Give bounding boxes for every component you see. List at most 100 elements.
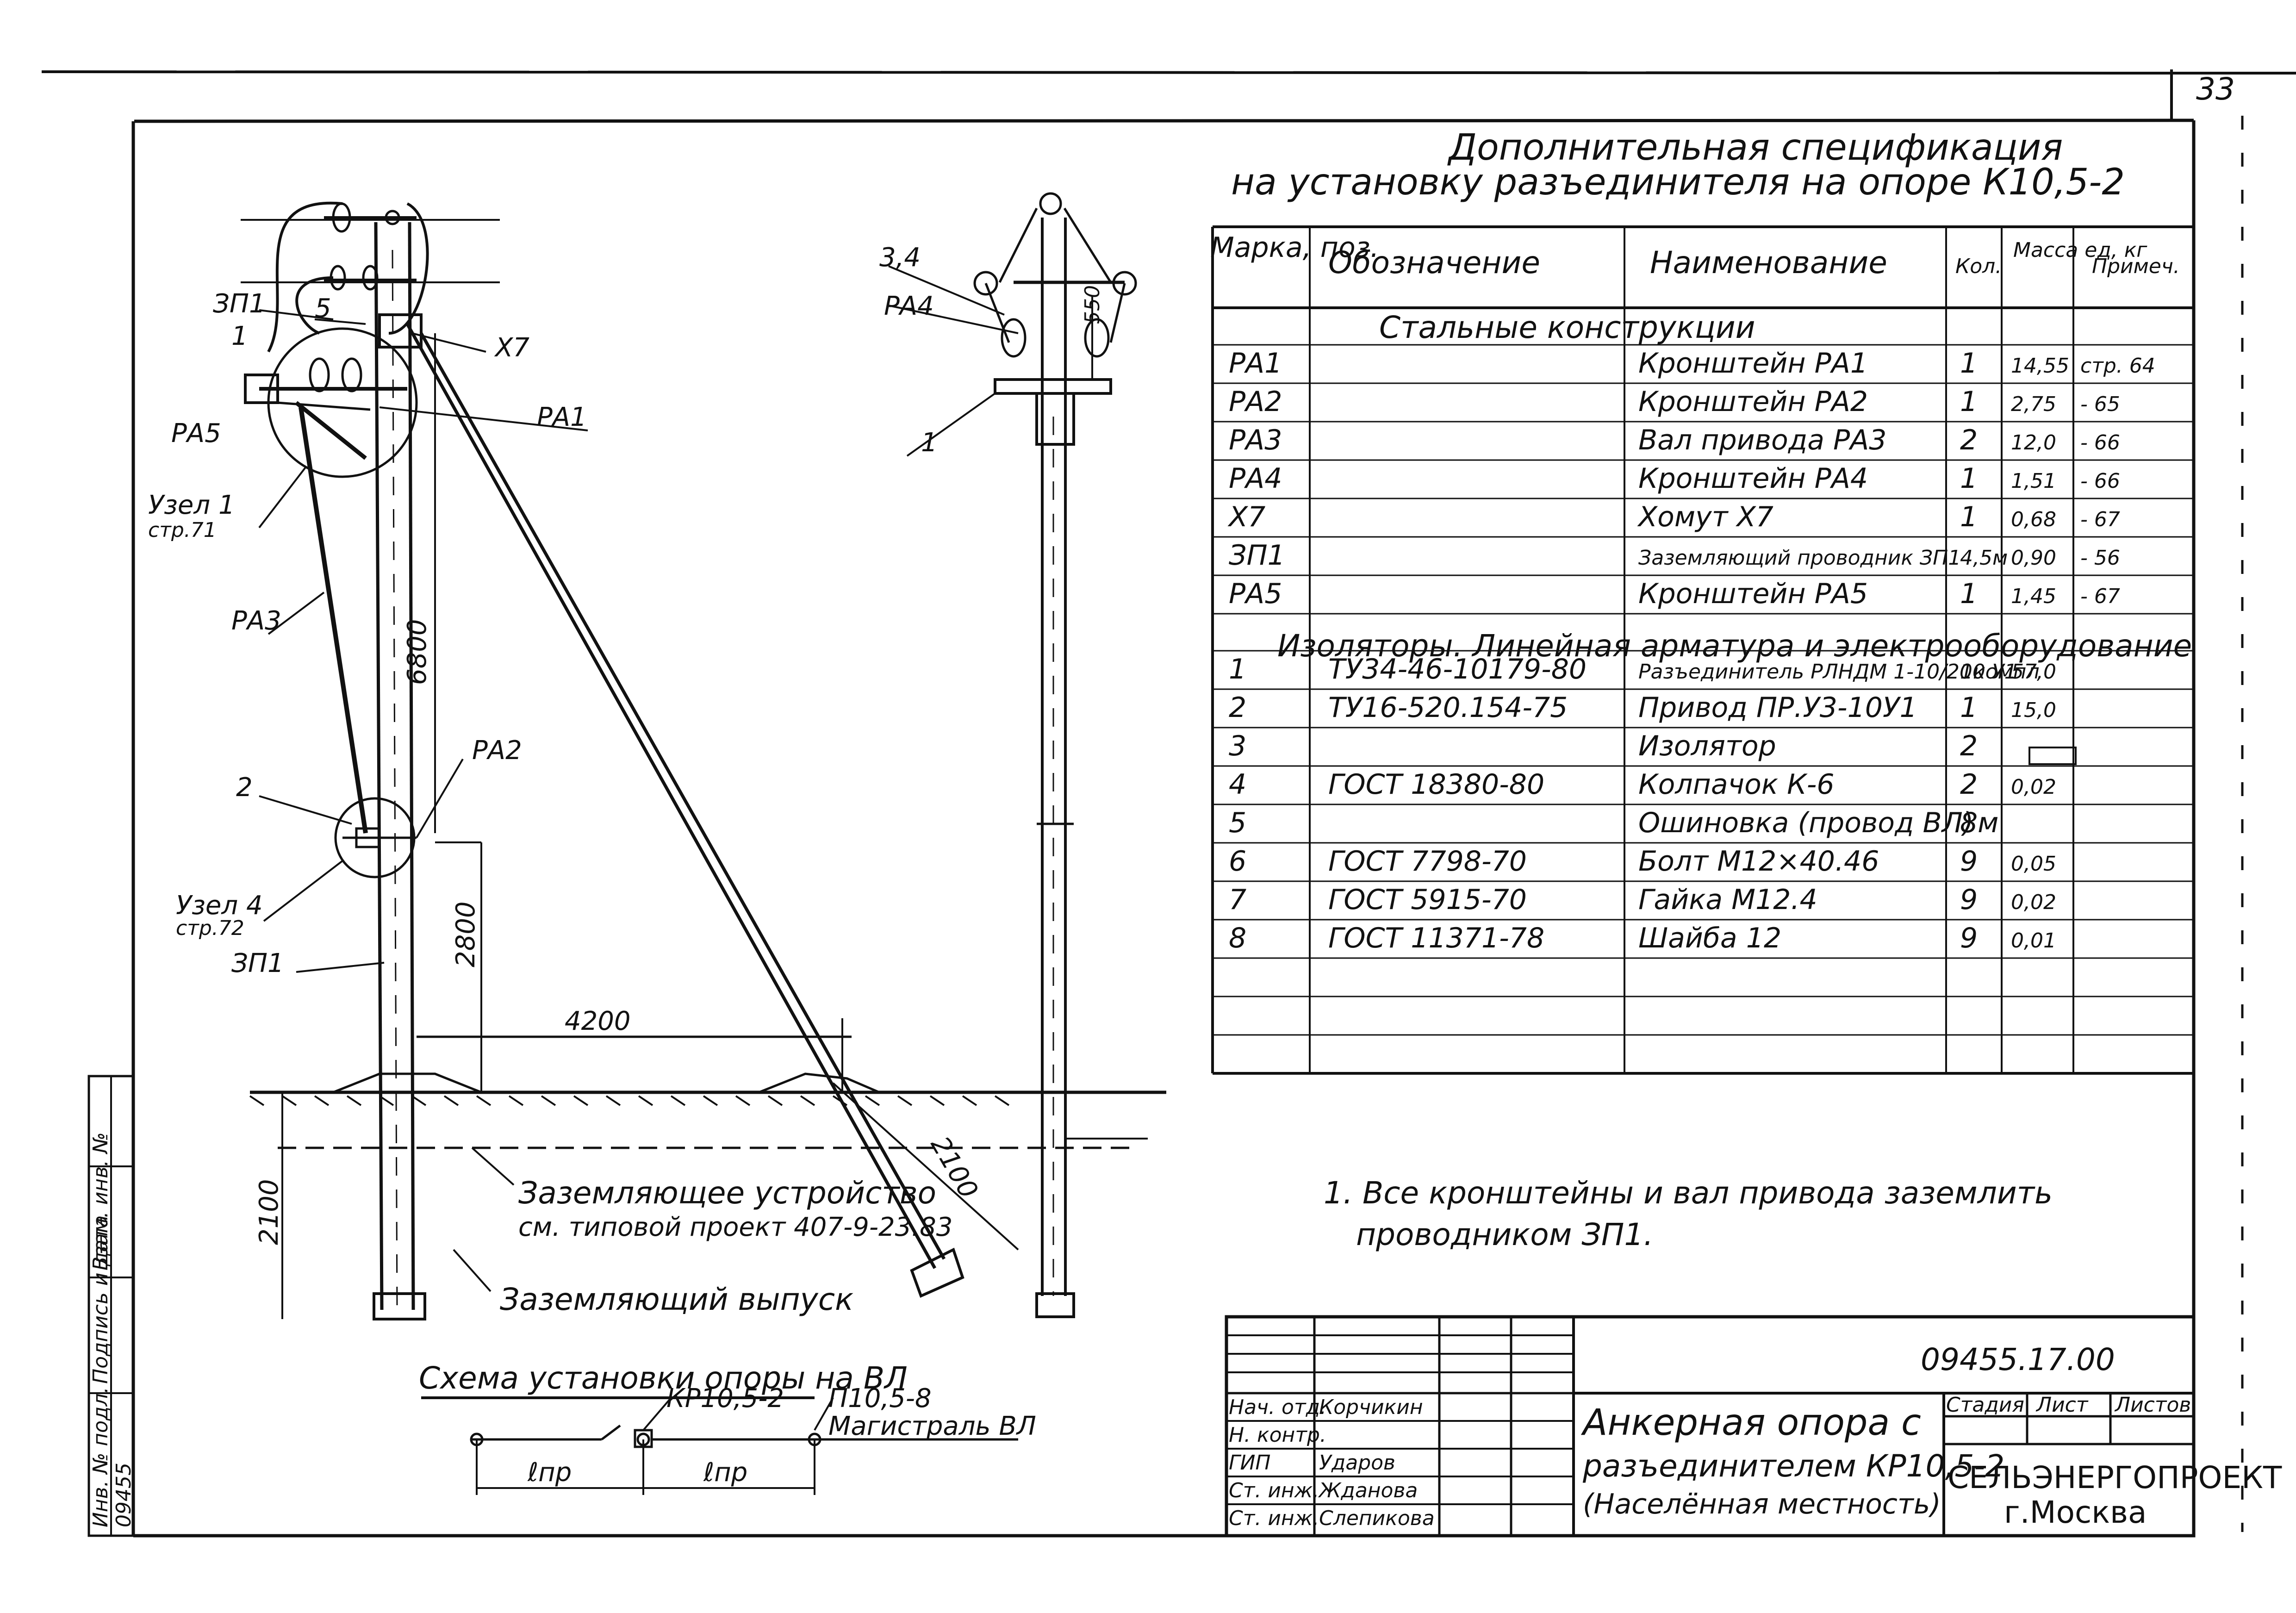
- stamp-sign-label: Подпись и дата: [89, 1215, 112, 1384]
- signatory-row: Н. контр.: [1229, 1423, 1326, 1447]
- side-dim-550: 550: [1081, 285, 1104, 324]
- label-1: 1: [231, 321, 248, 351]
- signatory-role: ГИП: [1229, 1451, 1271, 1475]
- ins-name: Шайба 12: [1638, 922, 1781, 954]
- scheme-title: Схема установки опоры на ВЛ: [419, 1360, 908, 1396]
- steel-qty: 2: [1960, 424, 1978, 456]
- ins-designation: ГОСТ 7798-70: [1328, 845, 1527, 878]
- label-pa5: РА5: [171, 418, 221, 448]
- steel-qty: 1: [1960, 462, 1978, 495]
- ins-name: Привод ПР.У3-10У1: [1638, 691, 1917, 724]
- title-line-1: Анкерная опора с: [1580, 1402, 1921, 1444]
- steel-name: Кронштейн РА5: [1638, 578, 1868, 610]
- signatory-role: Ст. инж.: [1229, 1479, 1319, 1502]
- label-zp1-mid: ЗП1: [231, 948, 284, 978]
- steel-name: Вал привода РА3: [1638, 424, 1886, 456]
- scheme-span-2: ℓпр: [703, 1457, 747, 1488]
- steel-note: стр. 64: [2080, 354, 2155, 378]
- ins-qty: 2: [1960, 768, 1978, 801]
- signatory-name: Ударов: [1319, 1451, 1395, 1475]
- ins-mark: 8: [1229, 922, 1246, 954]
- insulator-symbol: [2028, 747, 2077, 765]
- steel-qty: 1: [1960, 386, 1978, 418]
- scheme-kr: КР10,5-2: [666, 1383, 784, 1414]
- steel-mark: РА3: [1229, 424, 1282, 456]
- hdr-qty: Кол.: [1955, 255, 2002, 278]
- signatory-row: Ст. инж.Жданова: [1229, 1479, 1418, 1502]
- scheme-span-1: ℓпр: [527, 1457, 572, 1488]
- steel-note: - 66: [2080, 431, 2120, 455]
- ins-qty: 1компл: [1960, 660, 2040, 684]
- signatory-row: Ст. инж.Слепикова: [1229, 1507, 1435, 1530]
- label-pa1: РА1: [537, 402, 587, 432]
- ins-name: Болт М12×40.46: [1638, 845, 1879, 878]
- label-2: 2: [236, 772, 253, 803]
- steel-note: - 65: [2080, 392, 2120, 416]
- page-number: 33: [2196, 71, 2235, 107]
- label-pa2: РА2: [472, 735, 522, 766]
- ins-mass: 0,02: [2011, 775, 2056, 799]
- steel-mass: 0,68: [2011, 508, 2056, 531]
- label-pa3: РА3: [231, 606, 281, 636]
- side-label-34: 3,4: [879, 243, 921, 273]
- steel-qty: 1: [1960, 501, 1978, 533]
- stamp-inv-number: 09455: [112, 1463, 136, 1527]
- title-line-2: разъединителем КР10,5-2: [1582, 1448, 2004, 1484]
- doc-number: 09455.17.00: [1921, 1342, 2115, 1377]
- dim-2100-left: 2100: [254, 1179, 284, 1245]
- ins-mark: 7: [1229, 884, 1246, 916]
- note-line-2: проводником ЗП1.: [1356, 1217, 1653, 1252]
- steel-name: Кронштейн РА1: [1638, 347, 1868, 380]
- ins-name: Гайка М12.4: [1638, 884, 1817, 916]
- steel-mass: 14,55: [2011, 354, 2069, 378]
- side-label-1: 1: [921, 428, 938, 458]
- stage-label: Стадия: [1946, 1393, 2024, 1417]
- sheet-label: Лист: [2035, 1393, 2089, 1417]
- hdr-mark: Марка, поз.: [1210, 231, 1379, 264]
- ins-designation: ТУ16-520.154-75: [1328, 691, 1568, 724]
- ins-qty: 9: [1960, 922, 1978, 954]
- ins-qty: 2: [1960, 730, 1978, 762]
- side-label-pa4: РА4: [884, 291, 934, 321]
- hdr-designation: Обозначение: [1328, 245, 1540, 280]
- steel-name: Кронштейн РА4: [1638, 462, 1868, 495]
- scheme-magistral: Магистраль ВЛ: [828, 1411, 1036, 1441]
- ins-name: Колпачок К-6: [1638, 768, 1835, 801]
- steel-name: Заземляющий проводник ЗП1: [1638, 546, 1961, 570]
- signatory-row: ГИП Ударов: [1229, 1451, 1395, 1475]
- hdr-name: Наименование: [1650, 245, 1887, 280]
- spec-title-1: Дополнительная спецификация: [1447, 127, 2063, 168]
- stamp-vzam-label: Взам. инв. №: [89, 1132, 112, 1270]
- ins-qty: 8м: [1960, 807, 1998, 839]
- stamp-inv-label: Инв. № подл.: [89, 1387, 112, 1527]
- steel-mark: РА4: [1229, 462, 1282, 495]
- ins-mark: 2: [1229, 691, 1246, 724]
- left-stamp: Инв. № подл. Подпись и дата Взам. инв. №…: [87, 1075, 136, 1537]
- steel-mass: 1,51: [2011, 469, 2056, 493]
- dim-4200: 4200: [565, 1006, 631, 1036]
- label-5: 5: [315, 293, 331, 324]
- ins-mass: 0,05: [2011, 852, 2056, 876]
- steel-qty: 1: [1960, 578, 1978, 610]
- org-city: г.Москва: [2004, 1495, 2147, 1530]
- sheets-label: Листов: [2114, 1393, 2191, 1417]
- label-uzel4-ref: стр.72: [176, 916, 244, 940]
- spec-title-2: на установку разъединителя на опоре К10,…: [1231, 162, 2125, 203]
- signatory-role: Н. контр.: [1229, 1423, 1326, 1447]
- ins-qty: 9: [1960, 884, 1978, 916]
- ins-mark: 3: [1229, 730, 1246, 762]
- label-x7: Х7: [494, 333, 529, 363]
- hdr-mass: Масса ед, кг: [2013, 238, 2147, 262]
- ins-mark: 1: [1229, 653, 1246, 685]
